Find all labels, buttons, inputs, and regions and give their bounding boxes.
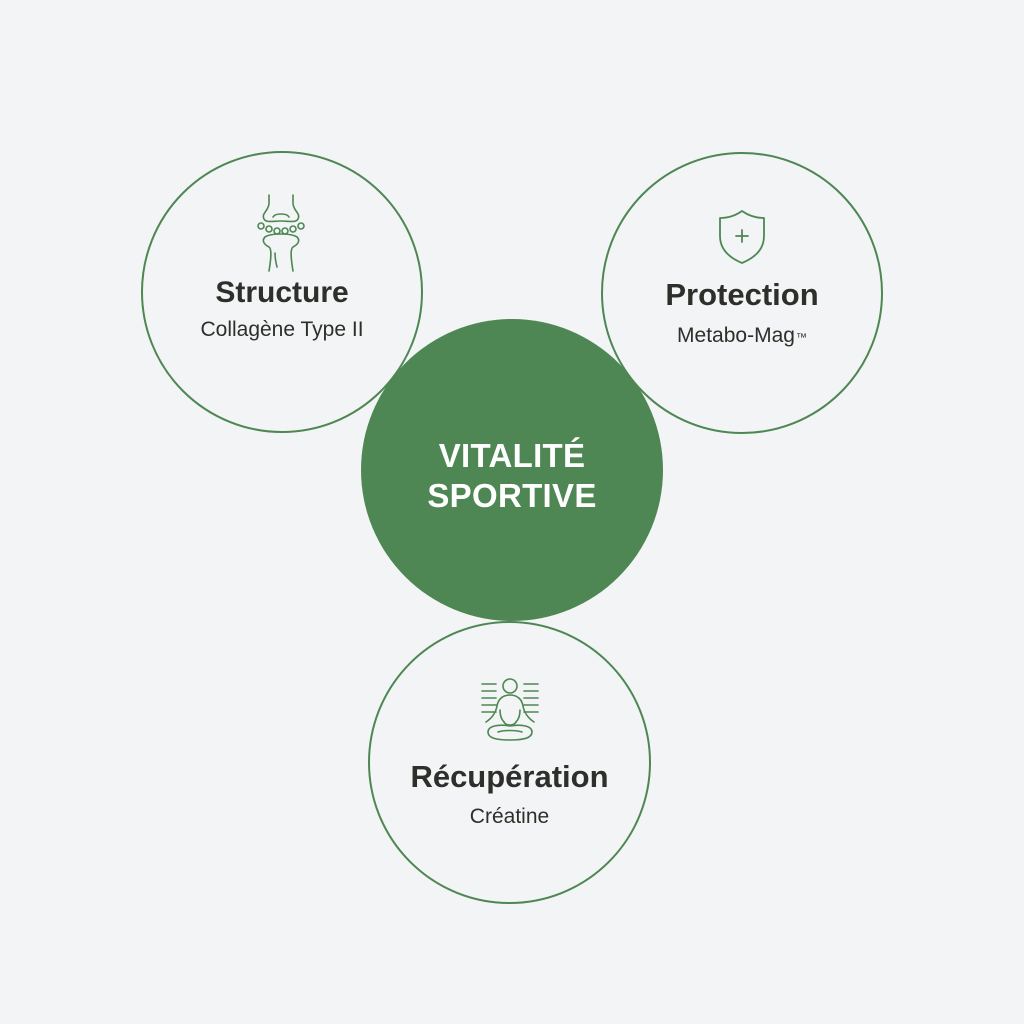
- joint-icon: [251, 193, 311, 273]
- recovery-circle: [368, 621, 651, 904]
- center-label: VITALITÉ SPORTIVE: [361, 436, 663, 516]
- structure-subtitle: Collagène Type II: [200, 318, 364, 341]
- recovery-title: Récupération: [410, 759, 609, 794]
- center-circle: [361, 319, 663, 621]
- protection-subtitle: Metabo-Mag™: [601, 322, 883, 350]
- trademark-mark: ™: [795, 332, 807, 344]
- protection-title: Protection: [665, 277, 819, 312]
- structure-circle: [141, 151, 423, 433]
- center-label-line-2: SPORTIVE: [427, 477, 597, 514]
- center-label-line-1: VITALITÉ: [438, 437, 586, 474]
- protection-subtitle-text: Metabo-Mag: [677, 324, 795, 347]
- structure-title: Structure: [215, 276, 349, 309]
- shield-plus-icon: [714, 208, 770, 266]
- recovery-subtitle: Créatine: [469, 805, 550, 828]
- protection-circle: [601, 152, 883, 434]
- meditation-icon: [478, 676, 542, 744]
